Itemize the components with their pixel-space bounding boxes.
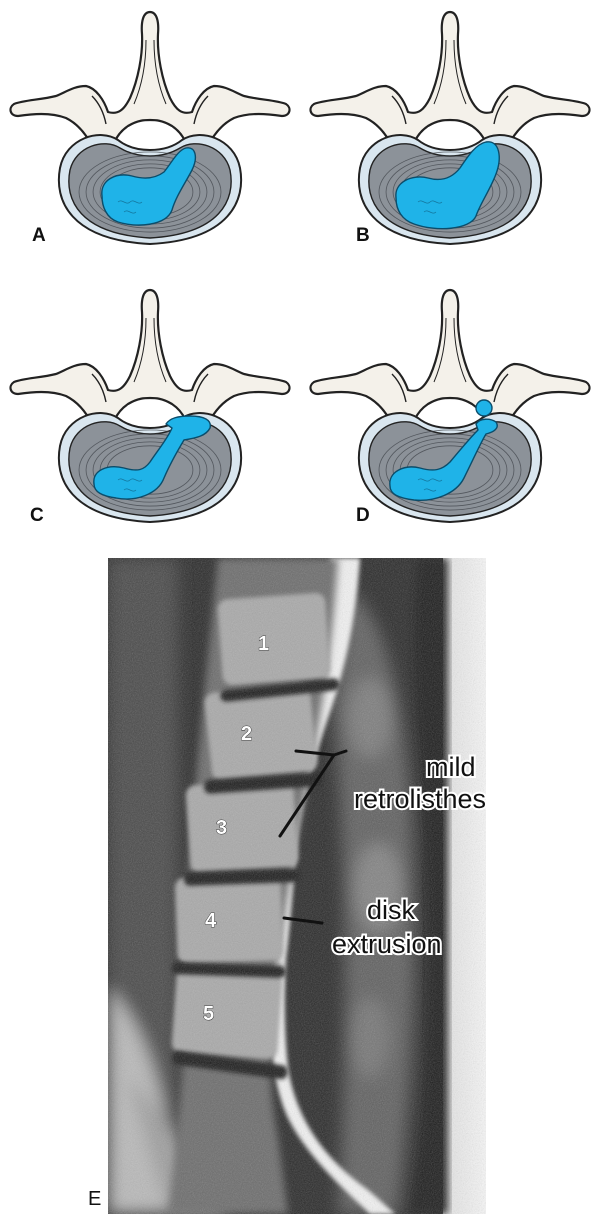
panel-label-c: C: [30, 505, 44, 527]
annotation-mild: mild: [426, 752, 476, 782]
disk-diagram-c: [0, 278, 300, 528]
vertebra-label-3: 3: [216, 817, 227, 839]
vertebra-label-1: 1: [258, 633, 269, 655]
panel-label-d: D: [356, 505, 370, 527]
disk-diagram-b: [300, 0, 600, 250]
mri-sagittal-image: 1 2 3 4 5 mild retrolisthesis disk extru…: [108, 558, 486, 1214]
vertebra-label-5: 5: [203, 1003, 214, 1025]
annotation-extrusion: extrusion: [332, 929, 442, 959]
free-fragment: [476, 400, 492, 416]
vertebra-label-4: 4: [205, 910, 217, 932]
annotation-retrolisthesis: retrolisthesis: [354, 784, 486, 814]
disk-diagram-a: [0, 0, 300, 250]
panel-label-a: A: [32, 225, 46, 247]
panel-label-e: E: [88, 1188, 101, 1211]
vertebra-label-2: 2: [241, 723, 252, 745]
annotation-disk: disk: [367, 895, 416, 925]
panel-label-b: B: [356, 225, 370, 247]
disk-diagram-d: [300, 278, 600, 528]
